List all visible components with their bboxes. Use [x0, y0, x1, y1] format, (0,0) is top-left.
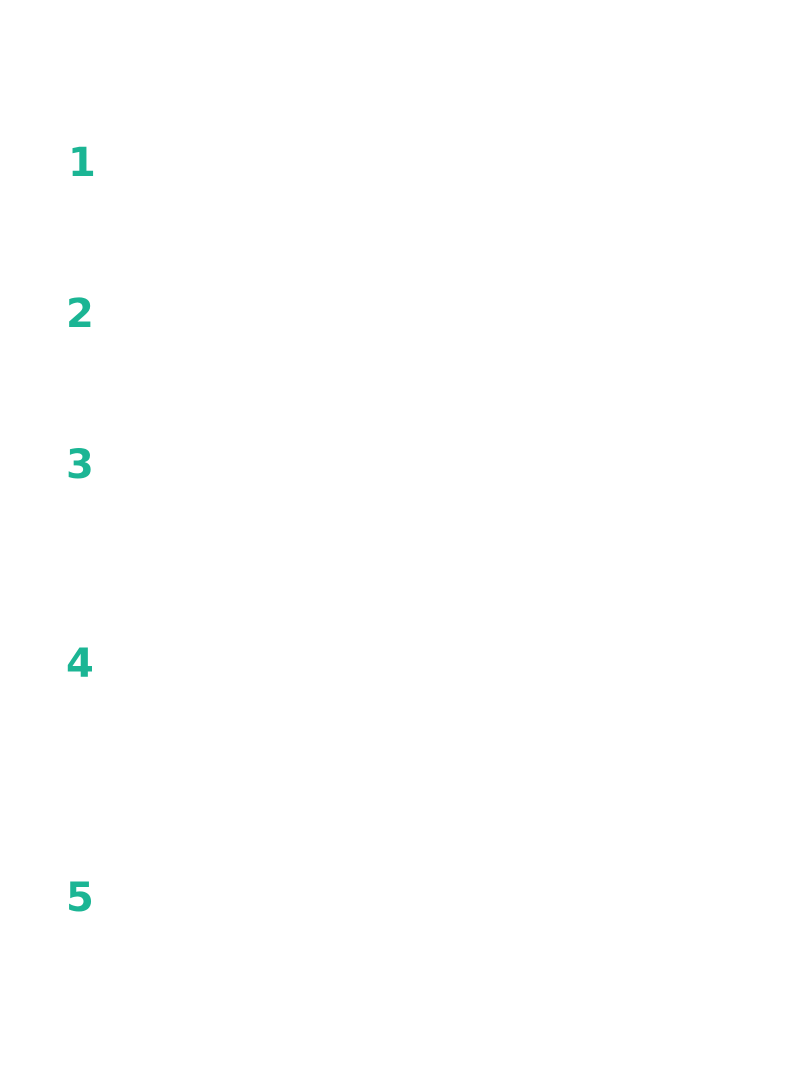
- step-number-4: 4: [66, 641, 94, 687]
- step-number-3: 3: [66, 442, 94, 488]
- step-number-2: 2: [66, 291, 94, 337]
- step-number-5: 5: [66, 875, 94, 921]
- step-number-1: 1: [68, 140, 96, 186]
